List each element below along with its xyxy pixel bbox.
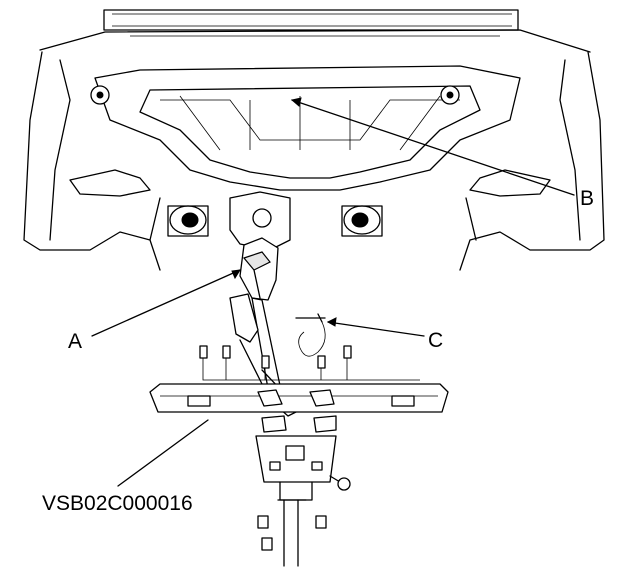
vehicle-body-outline	[23, 51, 605, 271]
jack-saddle	[255, 435, 351, 501]
jack-tray	[149, 383, 449, 433]
callout-c: C	[428, 329, 443, 352]
safety-pin-chain	[295, 313, 326, 357]
jack-column	[257, 499, 327, 567]
subframe-mounts	[167, 191, 383, 251]
upper-body-rail	[39, 9, 591, 53]
callout-b: B	[580, 187, 594, 210]
leader-lines	[91, 97, 575, 487]
fastener-bolts	[199, 345, 420, 381]
jack-adapter	[239, 237, 279, 301]
subframe	[69, 65, 551, 197]
figure-id: VSB02C000016	[42, 492, 193, 515]
callout-a: A	[68, 330, 82, 353]
